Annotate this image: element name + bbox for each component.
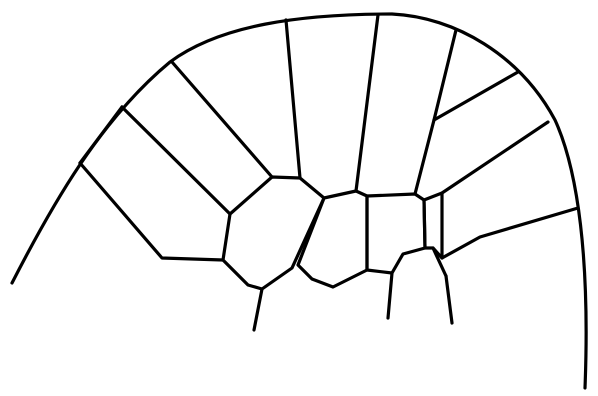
lower-stalk-right <box>446 276 452 323</box>
top-wall-1 <box>286 20 300 178</box>
left-wall-3 <box>122 107 230 214</box>
left-wall-1 <box>80 107 122 163</box>
lower-stalk-left <box>254 289 262 330</box>
left-wall-2 <box>80 163 223 260</box>
lower-stalk-middle <box>388 273 392 318</box>
left-wall-4 <box>172 62 272 177</box>
outer-arch-outline <box>12 14 586 388</box>
right-wall-2 <box>442 122 548 193</box>
central-right-cell <box>367 194 425 273</box>
right-wall-3 <box>442 208 578 258</box>
top-wall-2 <box>356 15 378 191</box>
right-wall-1 <box>434 72 518 120</box>
lower-right-cell-edge <box>433 248 446 276</box>
central-middle-cell <box>298 191 367 287</box>
